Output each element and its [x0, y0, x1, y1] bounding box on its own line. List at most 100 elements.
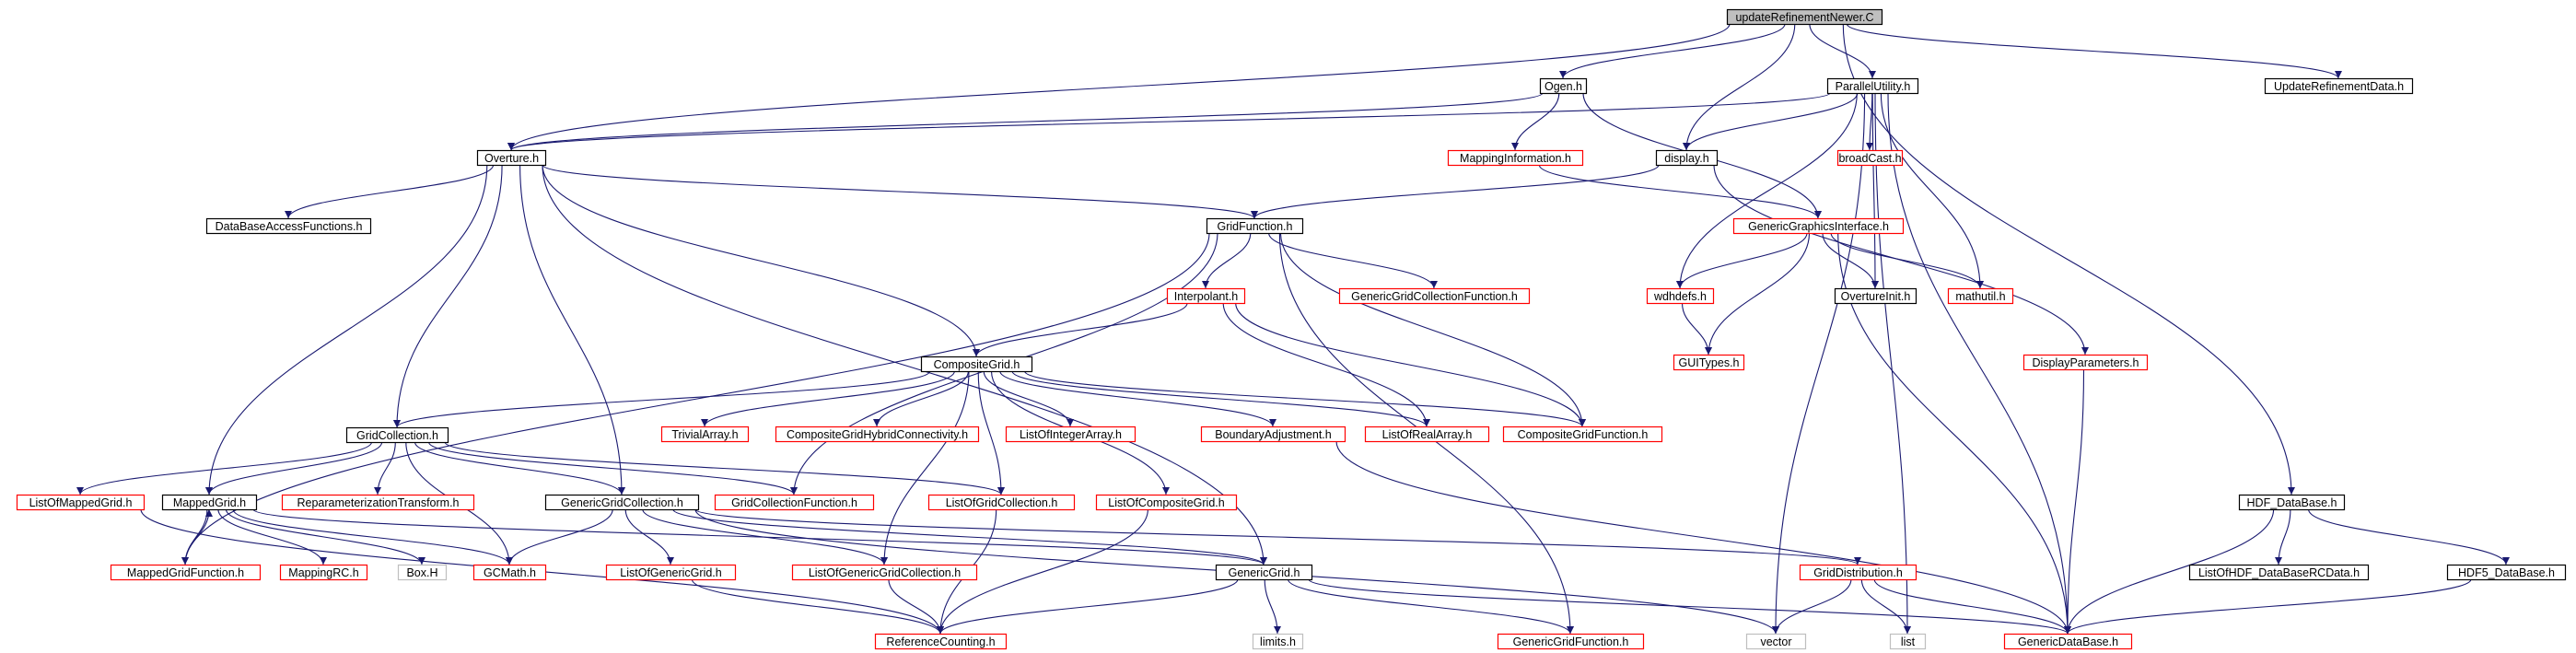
node-box — [2264, 77, 2414, 95]
edge-ogen-to-overture — [507, 92, 1544, 151]
node-label: Overture.h — [484, 152, 539, 165]
node-box[interactable]: Box.H — [397, 564, 448, 581]
node-list-of-hdf-data-base-rcdata[interactable]: ListOfHDF_DataBaseRCData.h — [2188, 564, 2370, 581]
node-generic-graphics-interface[interactable]: GenericGraphicsInterface.h — [1732, 217, 1905, 235]
node-list-of-generic-grid[interactable]: ListOfGenericGrid.h — [605, 564, 737, 581]
node-mapped-grid[interactable]: MappedGrid.h — [161, 494, 258, 511]
node-generic-grid[interactable]: GenericGrid.h — [1215, 564, 1313, 581]
node-display[interactable]: display.h — [1655, 149, 1719, 167]
node-box — [345, 426, 449, 444]
node-box — [2446, 564, 2567, 581]
node-ogen[interactable]: Ogen.h — [1539, 77, 1588, 95]
node-reference-counting[interactable]: ReferenceCounting.h — [874, 633, 1008, 650]
node-box — [544, 494, 700, 511]
node-broad-cast[interactable]: broadCast.h — [1836, 149, 1904, 167]
node-grid-collection-function[interactable]: GridCollectionFunction.h — [714, 494, 875, 511]
node-label: CompositeGrid.h — [934, 358, 1020, 371]
node-label: vector — [1760, 636, 1791, 648]
node-composite-grid-hybrid-connectivity[interactable]: CompositeGridHybridConnectivity.h — [775, 426, 980, 443]
node-box — [1947, 287, 2014, 305]
edge-interpolant-to-composite-grid-function — [1235, 302, 1586, 427]
node-box — [1834, 287, 1917, 305]
node-update-refinement-newer[interactable]: updateRefinementNewer.C — [1726, 8, 1883, 26]
node-list-of-integer-array[interactable]: ListOfIntegerArray.h — [1005, 426, 1136, 443]
edge-mapped-grid-function-to-mapped-grid — [184, 508, 213, 566]
node-mathutil[interactable]: mathutil.h — [1947, 287, 2014, 305]
node-list-of-mapped-grid[interactable]: ListOfMappedGrid.h — [16, 494, 146, 511]
edge-interpolant-to-composite-grid — [973, 302, 1188, 357]
edge-update-refinement-newer-to-ogen — [1559, 23, 1786, 79]
node-boundary-adjustment[interactable]: BoundaryAdjustment.h — [1200, 426, 1346, 443]
node-grid-function[interactable]: GridFunction.h — [1206, 217, 1304, 235]
node-box — [1447, 149, 1584, 167]
node-list[interactable]: list — [1889, 633, 1927, 650]
node-mapped-grid-function[interactable]: MappedGridFunction.h — [110, 564, 262, 581]
node-label: HDF_DataBase.h — [2247, 496, 2337, 509]
node-mapping-information[interactable]: MappingInformation.h — [1447, 149, 1584, 167]
node-label: GUITypes.h — [1679, 356, 1740, 369]
node-limits[interactable]: limits.h — [1252, 633, 1304, 650]
node-label: GridFunction.h — [1218, 220, 1293, 233]
edge-generic-grid-to-generic-grid-function — [1288, 578, 1574, 635]
node-box — [1745, 633, 1807, 650]
edge-grid-collection-to-mapped-grid — [205, 441, 383, 496]
node-generic-grid-function[interactable]: GenericGridFunction.h — [1497, 633, 1645, 650]
node-generic-grid-collection[interactable]: GenericGridCollection.h — [544, 494, 700, 511]
edge-update-refinement-newer-to-display — [1683, 23, 1796, 151]
node-composite-grid[interactable]: CompositeGrid.h — [920, 356, 1033, 373]
edge-parallel-utility-to-overture — [507, 92, 1831, 151]
node-label: GenericGridCollectionFunction.h — [1351, 290, 1518, 303]
node-wdhdefs[interactable]: wdhdefs.h — [1646, 287, 1715, 305]
node-list-of-composite-grid[interactable]: ListOfCompositeGrid.h — [1095, 494, 1238, 511]
edge-hdf-data-base-to-hdf5-data-base — [2308, 508, 2510, 566]
edge-list-of-composite-grid-to-reference-counting — [937, 508, 1148, 635]
node-list-of-real-array[interactable]: ListOfRealArray.h — [1364, 426, 1490, 443]
node-box — [205, 217, 372, 235]
node-label: ListOfGenericGridCollection.h — [809, 566, 961, 579]
node-box — [1732, 217, 1905, 235]
node-reparameterization-transform[interactable]: ReparameterizationTransform.h — [281, 494, 475, 511]
node-guitypes[interactable]: GUITypes.h — [1673, 354, 1745, 371]
node-update-refinement-data[interactable]: UpdateRefinementData.h — [2264, 77, 2414, 95]
edge-grid-collection-to-list-of-mapped-grid — [76, 441, 373, 496]
node-interpolant[interactable]: Interpolant.h — [1166, 287, 1246, 305]
node-data-base-access-functions[interactable]: DataBaseAccessFunctions.h — [205, 217, 372, 235]
node-hdf-data-base[interactable]: HDF_DataBase.h — [2238, 494, 2346, 511]
node-composite-grid-function[interactable]: CompositeGridFunction.h — [1502, 426, 1663, 443]
node-trivial-array[interactable]: TrivialArray.h — [660, 426, 750, 443]
node-hdf5-data-base[interactable]: HDF5_DataBase.h — [2446, 564, 2567, 581]
node-generic-grid-collection-function[interactable]: GenericGridCollectionFunction.h — [1338, 287, 1531, 305]
node-display-parameters[interactable]: DisplayParameters.h — [2022, 354, 2149, 371]
node-box — [1364, 426, 1490, 443]
edge-composite-grid-to-list-of-generic-grid-collection — [880, 370, 970, 566]
edge-overture-to-data-base-access-functions — [285, 164, 495, 219]
node-overture[interactable]: Overture.h — [476, 149, 547, 167]
node-label: GridCollectionFunction.h — [731, 496, 857, 509]
edge-ogen-to-mapping-information — [1511, 92, 1560, 151]
node-label: mathutil.h — [1955, 290, 2005, 303]
edge-update-refinement-newer-to-update-refinement-data — [1846, 23, 2342, 79]
edge-grid-collection-to-list-of-grid-collection — [444, 441, 1005, 496]
node-box — [1497, 633, 1645, 650]
node-label: list — [1901, 636, 1916, 648]
edge-composite-grid-to-list-of-integer-array — [983, 370, 1074, 427]
node-list-of-grid-collection[interactable]: ListOfGridCollection.h — [927, 494, 1076, 511]
edge-mapped-grid-to-generic-grid — [252, 508, 1267, 566]
node-label: OvertureInit.h — [1841, 290, 1911, 303]
node-generic-data-base[interactable]: GenericDataBase.h — [2003, 633, 2133, 650]
edges-layer — [76, 23, 2510, 635]
node-list-of-generic-grid-collection[interactable]: ListOfGenericGridCollection.h — [791, 564, 978, 581]
edge-parallel-utility-to-overture-init — [1871, 92, 1879, 289]
node-mapping-rc[interactable]: MappingRC.h — [279, 564, 368, 581]
edge-hdf-data-base-to-list-of-hdf-data-base-rcdata — [2275, 508, 2291, 566]
node-parallel-utility[interactable]: ParallelUtility.h — [1826, 77, 1919, 95]
node-box — [1799, 564, 1917, 581]
node-gcmath[interactable]: GCMath.h — [472, 564, 547, 581]
node-grid-collection[interactable]: GridCollection.h — [345, 426, 449, 444]
node-vector[interactable]: vector — [1745, 633, 1807, 650]
node-overture-init[interactable]: OvertureInit.h — [1834, 287, 1917, 305]
node-label: ListOfMappedGrid.h — [29, 496, 133, 509]
node-box — [714, 494, 875, 511]
node-grid-distribution[interactable]: GridDistribution.h — [1799, 564, 1917, 581]
